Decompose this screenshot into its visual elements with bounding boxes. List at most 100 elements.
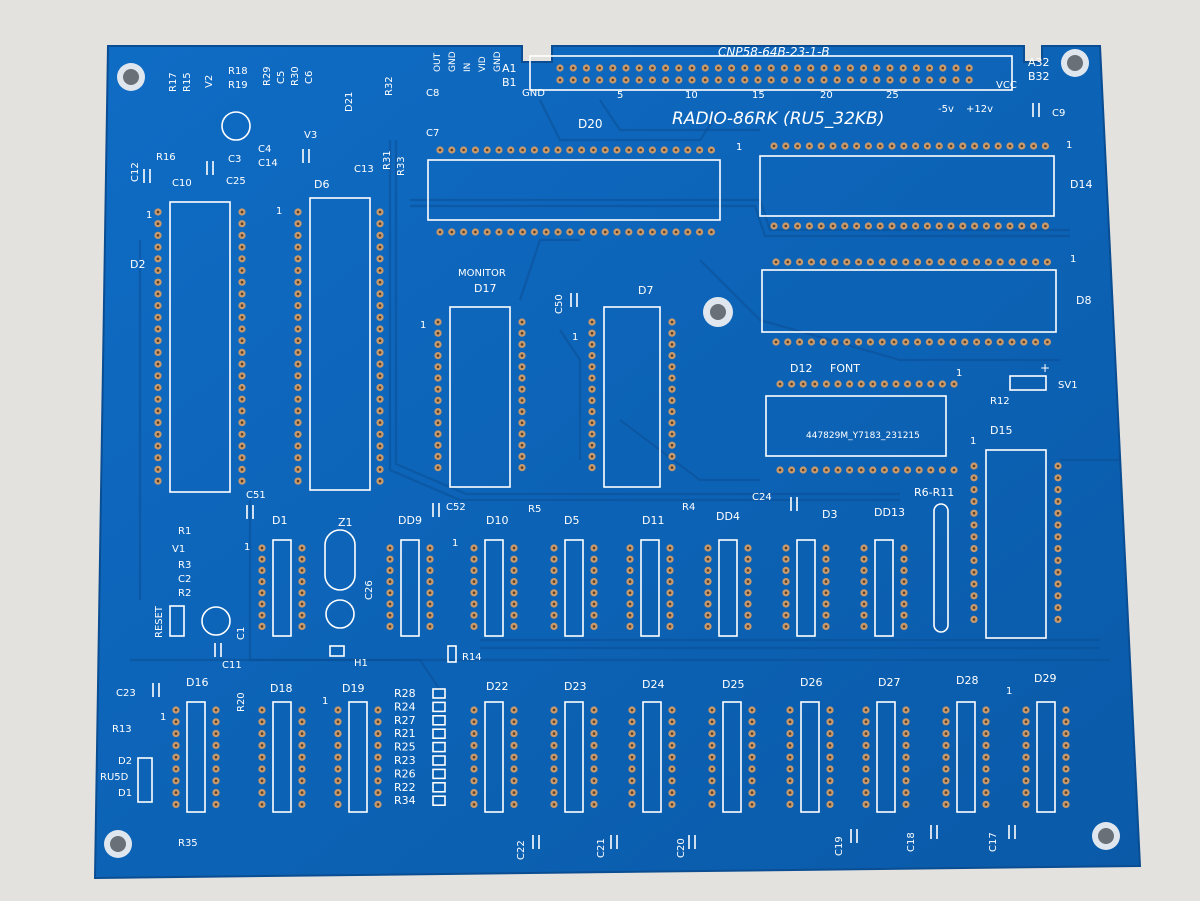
pad-hole [296, 351, 300, 354]
pad-hole [746, 546, 750, 550]
pad-hole [848, 468, 851, 472]
pad-hole [590, 443, 594, 447]
io-label: GND [493, 51, 503, 72]
pad-hole [240, 234, 244, 237]
pad-hole [592, 613, 596, 617]
pad-hole [512, 613, 516, 617]
pad-hole [902, 580, 906, 583]
pad-hole [1024, 732, 1028, 735]
label-r5: R5 [528, 504, 541, 515]
pad-hole [512, 569, 516, 572]
pad-hole [1064, 779, 1068, 783]
pad-hole [862, 569, 866, 572]
pad-hole [1044, 144, 1047, 148]
pad-hole [904, 755, 908, 759]
pad-hole [944, 755, 948, 759]
pad-hole [552, 557, 556, 561]
pad-hole [941, 66, 945, 70]
pad-hole [706, 557, 710, 561]
pad-hole [904, 803, 908, 806]
pad-hole [378, 339, 382, 343]
pad-hole [260, 744, 264, 747]
pad-hole [378, 421, 382, 424]
connector-pin-number: 15 [752, 90, 765, 101]
pad-hole [156, 351, 160, 354]
pad-hole [1046, 340, 1049, 344]
pad-hole [824, 613, 828, 617]
pad-hole [296, 362, 300, 366]
pad-hole [624, 78, 628, 82]
pad-hole [1056, 559, 1060, 562]
label-z1: Z1 [338, 516, 353, 529]
pad-hole [296, 456, 300, 460]
ic-label-monitor: MONITOR [458, 268, 506, 279]
pad-hole [1056, 476, 1060, 480]
pad-hole [828, 755, 832, 759]
pad-hole [878, 224, 882, 228]
label-r15: R15 [182, 72, 193, 92]
pad-hole [590, 376, 594, 380]
pad-hole [963, 260, 967, 264]
chip-marking: 447829M_Y7183_231215 [806, 431, 920, 441]
pad-hole [828, 779, 832, 783]
pad-hole [888, 66, 892, 70]
pad-hole [670, 387, 674, 391]
connector-name: CNP58-64B-23-1-B [718, 45, 830, 59]
pad-hole [788, 767, 792, 771]
pad-hole [568, 148, 572, 152]
pad-hole [862, 591, 866, 595]
pad-hole [590, 320, 594, 324]
pad-hole [512, 767, 516, 771]
capacitor-c3-footprint [221, 111, 251, 141]
pin-one-marker: 1 [1006, 686, 1012, 697]
pad-hole [972, 606, 976, 609]
pad-hole [240, 327, 244, 331]
pad-hole [706, 625, 710, 628]
pad-hole [296, 444, 300, 448]
copper-traces [130, 99, 1120, 691]
pad-hole [428, 613, 432, 617]
small-ic-outline [1036, 701, 1056, 813]
pad-hole [336, 708, 340, 712]
pad-hole [972, 488, 976, 491]
pad-hole [378, 245, 382, 249]
pad-hole [670, 331, 674, 335]
pad-hole [512, 732, 516, 735]
pad-hole [214, 803, 218, 806]
pad-hole [928, 260, 931, 264]
pad-hole [240, 433, 244, 436]
resistor-footprint [432, 755, 446, 766]
pad-hole [710, 791, 714, 794]
pad-hole [592, 546, 596, 550]
pad-hole [552, 580, 556, 583]
pad-hole [855, 144, 858, 148]
pad-hole [772, 224, 776, 228]
small-ic-outline [400, 539, 420, 637]
pad-hole [520, 455, 524, 458]
pad-hole [664, 66, 667, 70]
pad-hole [296, 316, 300, 319]
pad-hole [436, 365, 440, 369]
pad-hole [630, 720, 634, 724]
pad-hole [240, 479, 244, 483]
label-c14: C14 [258, 158, 278, 169]
pad-hole [472, 744, 476, 747]
pad-hole [710, 732, 714, 735]
pad-hole [668, 546, 672, 550]
pad-hole [871, 468, 875, 472]
pad-hole [880, 340, 884, 344]
pad-hole [769, 78, 773, 82]
pad-hole [917, 382, 921, 386]
small-ic-outline [272, 539, 292, 637]
pad-hole [670, 708, 674, 712]
pad-hole [710, 803, 714, 806]
pad-hole [1024, 708, 1028, 712]
pad-hole [902, 144, 906, 148]
pad-hole [509, 230, 513, 234]
pad-hole [813, 382, 817, 386]
ic-label-d22: D22 [486, 680, 508, 693]
pad-hole [651, 66, 654, 70]
pad-hole [300, 580, 304, 583]
pad-hole [552, 613, 556, 617]
pad-hole [300, 744, 304, 747]
